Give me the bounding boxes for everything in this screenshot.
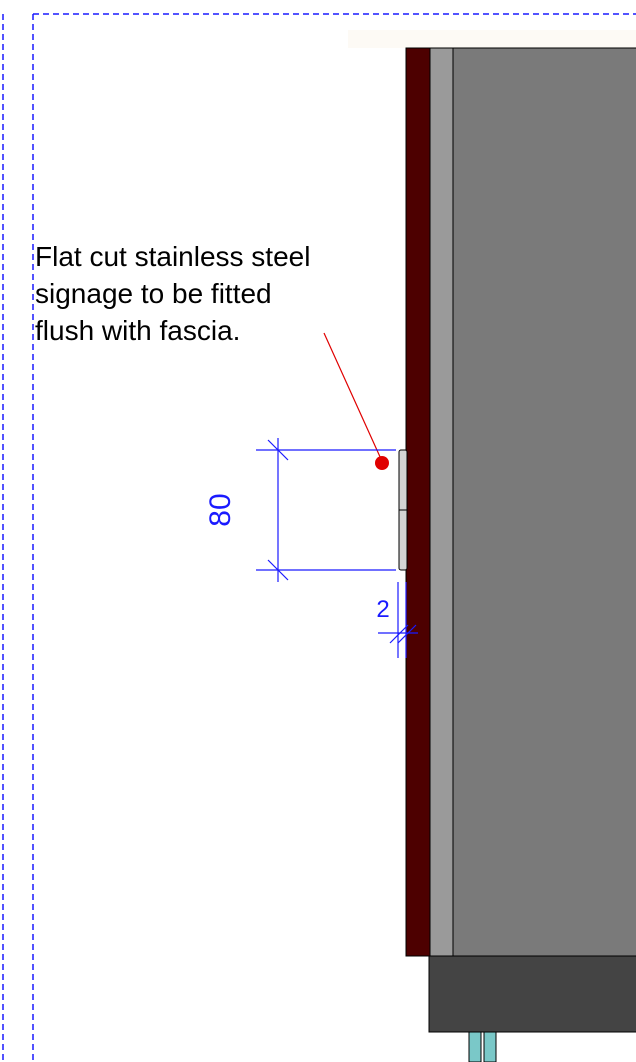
offset-dimension	[378, 582, 418, 658]
pipe-right	[483, 1031, 497, 1062]
note-line-3: flush with fascia.	[35, 315, 240, 346]
note-line-1: Flat cut stainless steel	[35, 241, 310, 272]
note-line-2: signage to be fitted	[35, 278, 272, 309]
signage-note: Flat cut stainless steel signage to be f…	[35, 241, 310, 346]
signage-plate	[398, 449, 408, 571]
building-section	[405, 47, 636, 1062]
pipe-left	[468, 1031, 482, 1062]
height-dimension	[256, 438, 396, 582]
leader-line	[323, 332, 389, 470]
offset-dimension-label: 2	[376, 596, 389, 623]
fascia-board	[405, 47, 431, 957]
top-strip	[348, 30, 636, 48]
height-dimension-label: 80	[204, 493, 237, 526]
wall-body	[452, 47, 636, 957]
soffit-block	[428, 955, 636, 1033]
light-band	[429, 47, 454, 957]
viewport-borders	[2, 13, 636, 1062]
leader-dot	[375, 456, 389, 470]
